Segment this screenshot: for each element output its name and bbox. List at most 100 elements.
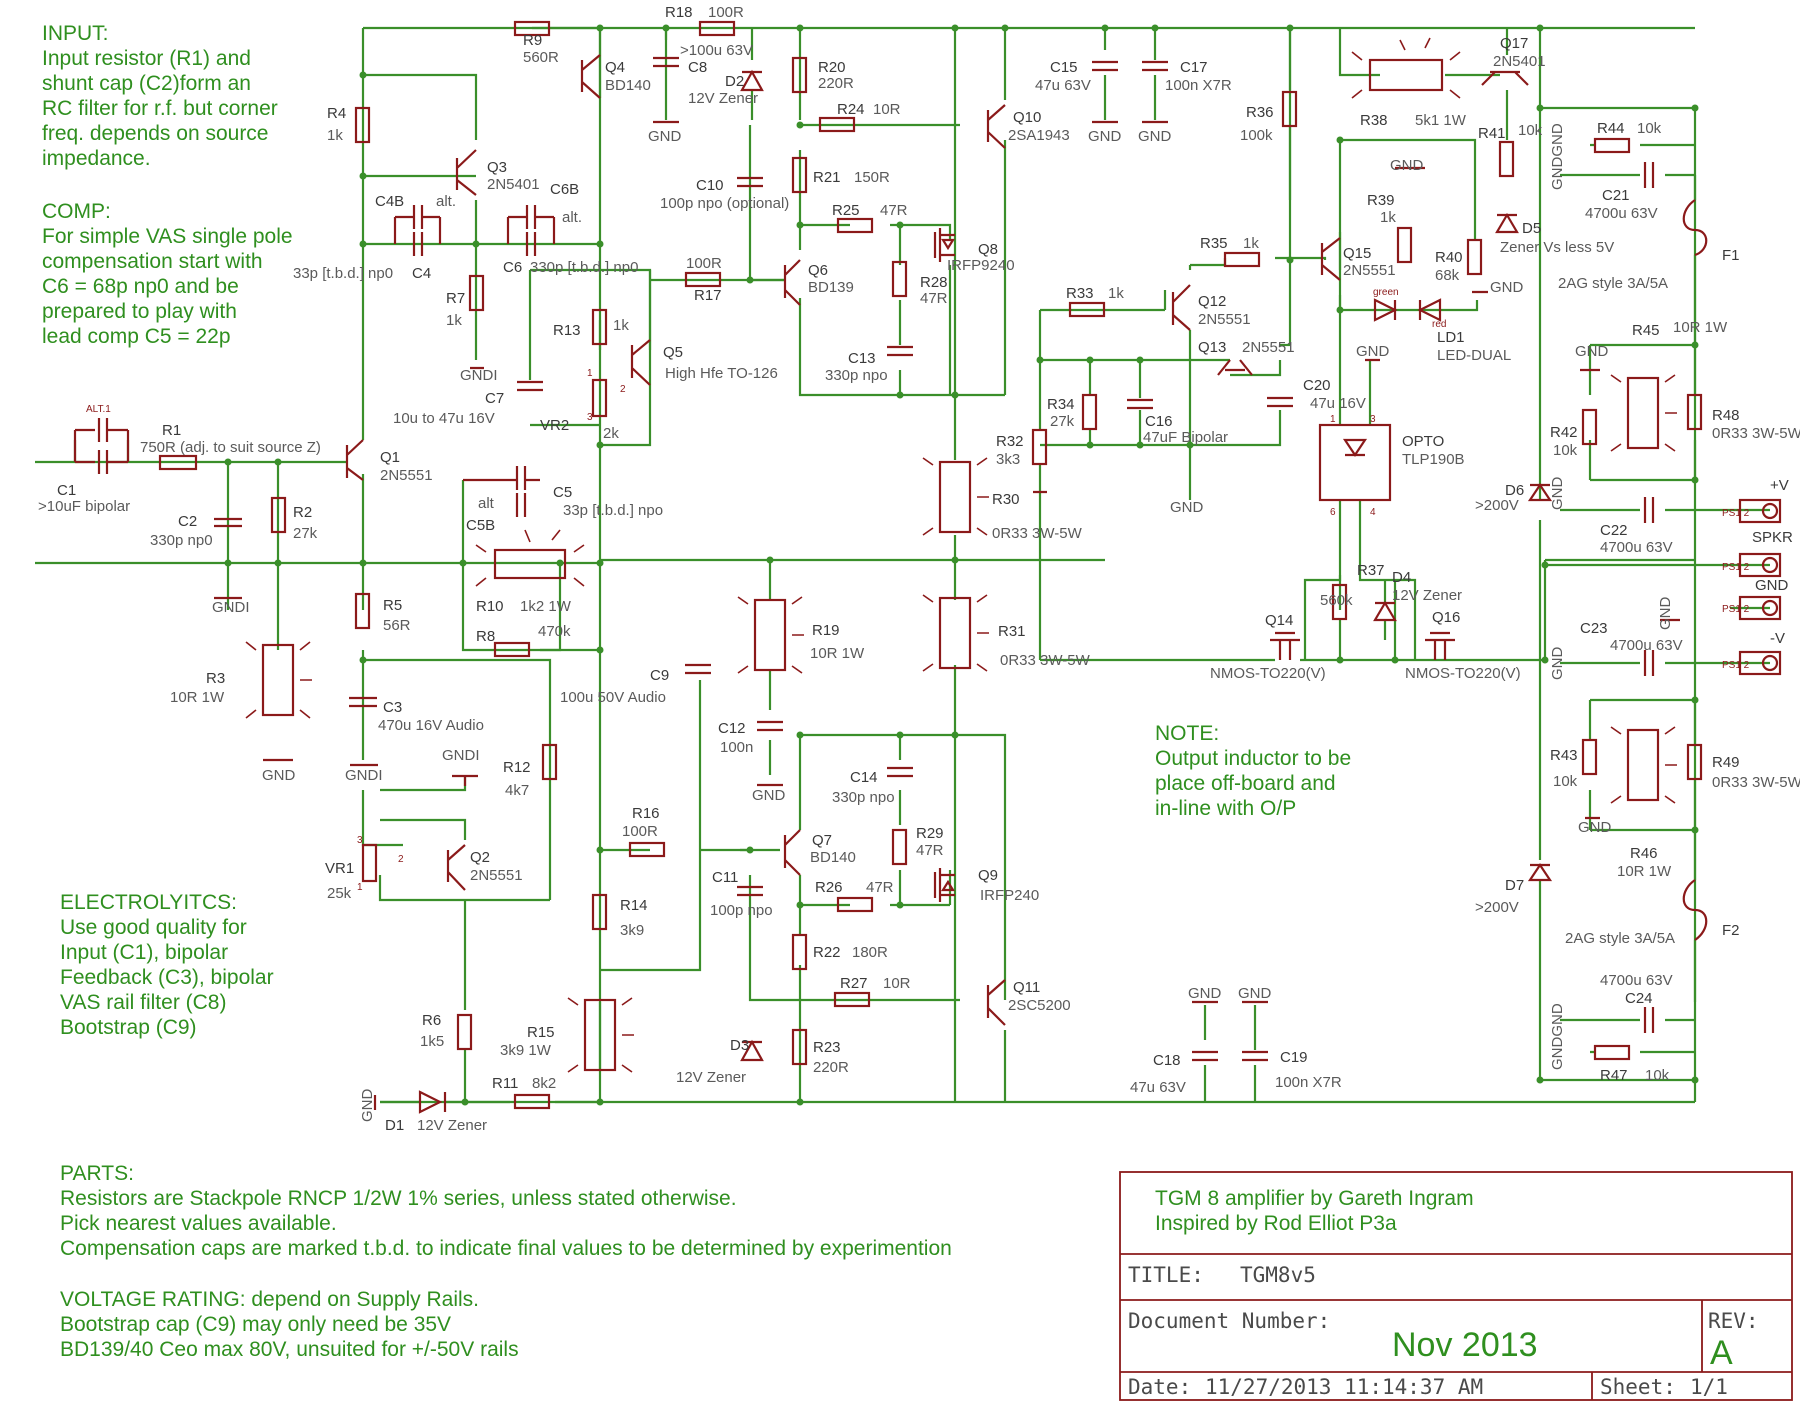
value-Q1: 2N5551 — [380, 467, 433, 484]
title-inspired: Inspired by Rod Elliot P3a — [1155, 1212, 1397, 1235]
label-R47: R47 — [1600, 1067, 1628, 1084]
label-R6: R6 — [422, 1012, 441, 1029]
pin-VR1-3: 3 — [357, 835, 363, 846]
label-R15: R15 — [527, 1024, 555, 1041]
value-Q11: 2SC5200 — [1008, 997, 1071, 1014]
value-R41: 10k — [1518, 122, 1543, 139]
label-Q11: Q11 — [1013, 979, 1040, 996]
value-R6: 1k5 — [420, 1033, 444, 1050]
value-C3: 470u 16V Audio — [378, 717, 484, 734]
docnum-value: Nov 2013 — [1392, 1326, 1538, 1364]
value-C7: 10u to 47u 16V — [393, 410, 495, 427]
value-R32: 3k3 — [996, 451, 1020, 468]
value-C6B: alt. — [562, 209, 582, 226]
svg-text:C6 = 68p np0 and be: C6 = 68p np0 and be — [42, 275, 239, 298]
value-R24: 10R — [873, 101, 901, 118]
label-C9: C9 — [650, 667, 669, 684]
label-LD1: LD1 — [1437, 329, 1465, 346]
label-VR2: VR2 — [540, 417, 569, 434]
label-R44: R44 — [1597, 120, 1625, 137]
value-C18: 47u 63V — [1130, 1079, 1186, 1096]
value-C6: 330p [t.b.d.] np0 — [530, 259, 638, 276]
svg-text:ELECTROLYITCS:: ELECTROLYITCS: — [60, 891, 237, 914]
label-R36: R36 — [1246, 104, 1274, 121]
label-R3: R3 — [206, 670, 225, 687]
label-C18: C18 — [1153, 1052, 1181, 1069]
label-R23: R23 — [813, 1039, 841, 1056]
value-C15: 47u 63V — [1035, 77, 1091, 94]
value-R13: 1k — [613, 317, 629, 334]
svg-text:Feedback (C3), bipolar: Feedback (C3), bipolar — [60, 966, 274, 989]
label-Q17: Q17 — [1500, 35, 1528, 52]
connector-gnd-label: GND — [1755, 577, 1789, 594]
wires — [35, 26, 1770, 1104]
label-R12: R12 — [503, 759, 531, 776]
svg-text:Input (C1), bipolar: Input (C1), bipolar — [60, 941, 228, 964]
gnd-label: GND — [1188, 985, 1222, 1002]
label-Q4: Q4 — [605, 59, 625, 76]
title-author: TGM 8 amplifier by Gareth Ingram — [1155, 1187, 1474, 1210]
note-parts: PARTS: Resistors are Stackpole RNCP 1/2W… — [60, 1162, 952, 1260]
label-Q10: Q10 — [1013, 109, 1041, 126]
gnd-label: GND — [262, 767, 296, 784]
value-C20: 47u 16V — [1310, 395, 1366, 412]
label-R37: R37 — [1357, 562, 1385, 579]
note-electrolytics: ELECTROLYITCS: Use good quality for Inpu… — [60, 891, 274, 1039]
rev-value: A — [1710, 1334, 1733, 1372]
label-R19: R19 — [812, 622, 840, 639]
label-Q1: Q1 — [380, 449, 400, 466]
value-LD1: LED-DUAL — [1437, 347, 1511, 364]
pin-VR2-1: 1 — [587, 368, 593, 379]
label-R9: R9 — [523, 32, 542, 49]
value-R25: 47R — [880, 202, 908, 219]
value-R14: 3k9 — [620, 922, 644, 939]
label-R28: R28 — [920, 274, 948, 291]
value-Q17: 2N5401 — [1493, 53, 1546, 70]
label-R35: R35 — [1200, 235, 1228, 252]
value-R10: 1k2 1W — [520, 598, 572, 615]
svg-text:Compensation caps are marked t: Compensation caps are marked t.b.d. to i… — [60, 1237, 952, 1260]
label-C12: C12 — [718, 720, 746, 737]
value-C23: 4700u 63V — [1610, 637, 1683, 654]
label-R43: R43 — [1550, 747, 1578, 764]
value-R33: 1k — [1108, 285, 1124, 302]
connector-neg-pin: PS1 2 — [1722, 660, 1750, 671]
value-R49: 0R33 3W-5W — [1712, 774, 1800, 791]
svg-text:prepared to play with: prepared to play with — [42, 300, 237, 323]
value-Q14: NMOS-TO220(V) — [1210, 665, 1326, 682]
value-R15: 3k9 1W — [500, 1042, 552, 1059]
svg-text:RC filter for r.f. but corner: RC filter for r.f. but corner — [42, 97, 278, 120]
pin-VR1-1: 1 — [357, 882, 363, 893]
svg-text:place off-board and: place off-board and — [1155, 772, 1336, 795]
label-C1: C1 — [57, 482, 76, 499]
gnd-label: GNDI — [345, 767, 383, 784]
value-C4B: alt. — [436, 193, 456, 210]
value-R31: 0R33 3W-5W — [1000, 652, 1091, 669]
value-C12: 100n — [720, 739, 753, 756]
value-VR2: 2k — [603, 425, 619, 442]
gnd-label: GND — [1356, 343, 1390, 360]
label-Q8: Q8 — [978, 241, 998, 258]
label-D3: D3 — [730, 1037, 749, 1054]
value-F1: 2AG style 3A/5A — [1558, 275, 1668, 292]
value-R44: 10k — [1637, 120, 1662, 137]
value-C21: 4700u 63V — [1585, 205, 1658, 222]
svg-text:in-line with O/P: in-line with O/P — [1155, 797, 1296, 820]
title-label: TITLE: — [1128, 1263, 1204, 1287]
value-C13: 330p npo — [825, 367, 888, 384]
gnd-label: GND — [1549, 647, 1566, 681]
label-R49: R49 — [1712, 754, 1740, 771]
value-Q2: 2N5551 — [470, 867, 523, 884]
label-R1: R1 — [162, 422, 181, 439]
value-D2: 12V Zener — [688, 90, 758, 107]
label-Q9: Q9 — [978, 867, 998, 884]
gnd-label: GND — [1490, 279, 1524, 296]
value-LD1-green: green — [1373, 287, 1399, 298]
svg-text:NOTE:: NOTE: — [1155, 722, 1219, 745]
value-R20: 220R — [818, 75, 854, 92]
label-Q12: Q12 — [1198, 293, 1226, 310]
gnd-label: GND — [752, 787, 786, 804]
value-C19: 100n X7R — [1275, 1074, 1342, 1091]
pin-OPTO-6: 6 — [1330, 507, 1336, 518]
